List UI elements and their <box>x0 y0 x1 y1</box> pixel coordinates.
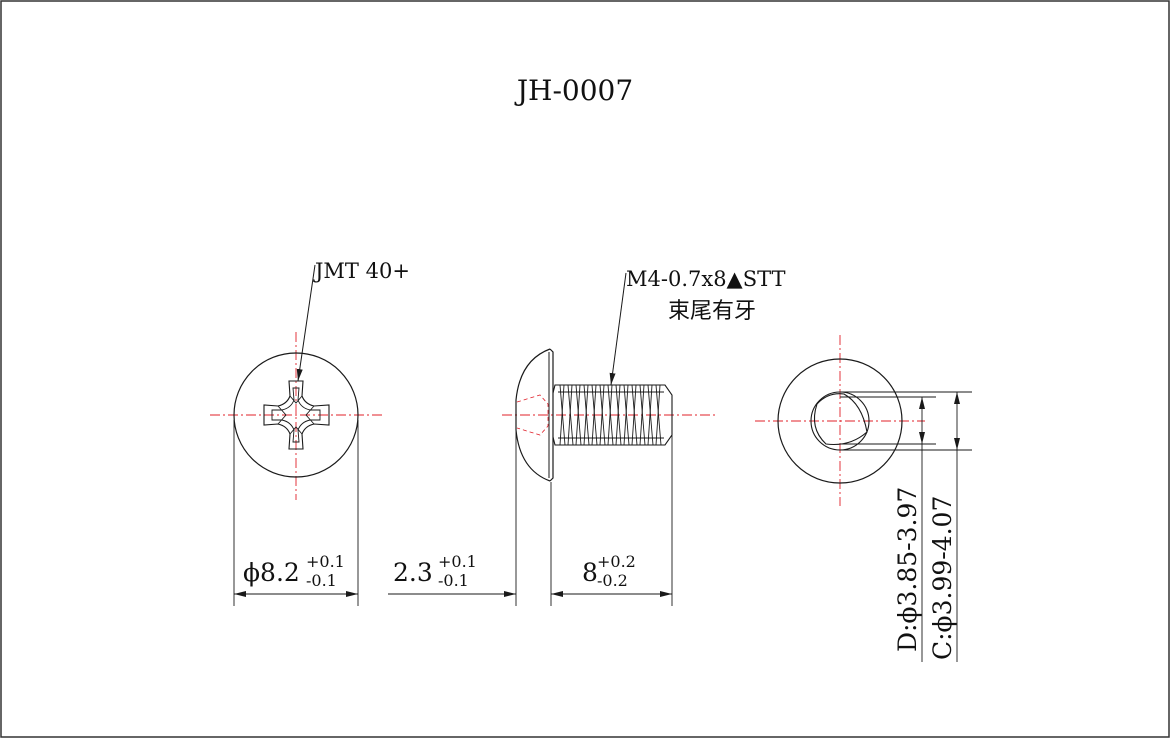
length-lower-tol: -0.2 <box>597 571 628 590</box>
head-flange-outline <box>549 348 554 482</box>
length-upper-tol: +0.2 <box>597 552 636 571</box>
drive-callout-leader <box>296 264 316 382</box>
head-height-upper-tol: +0.1 <box>438 552 477 571</box>
head-dome-outline <box>515 348 551 482</box>
thread-note-label: 束尾有牙 <box>668 299 756 324</box>
side-view: M4-0.7x8▲STT 束尾有牙 2.3 +0.1 -0.1 8 +0.2 -… <box>388 267 786 606</box>
head-diameter-value: ϕ8.2 <box>243 558 300 587</box>
thread-callout-leader <box>609 272 627 386</box>
thread-callout-label: M4-0.7x8▲STT <box>626 267 786 291</box>
phillips-recess-inner <box>271 387 321 443</box>
head-height-lower-tol: -0.1 <box>438 571 469 590</box>
head-diameter-lower-tol: -0.1 <box>306 571 337 590</box>
end-view-head-circle <box>777 358 903 484</box>
d-dim-value: D:ϕ3.85-3.97 <box>893 487 922 652</box>
trilobular-profile-icon <box>813 393 868 446</box>
phillips-recess-icon <box>263 380 330 450</box>
head-diameter-upper-tol: +0.1 <box>306 552 345 571</box>
head-height-value: 2.3 <box>393 558 433 587</box>
thread-flanks <box>559 384 662 446</box>
drive-callout-label: JMT 40+ <box>313 259 410 283</box>
c-dim-value: C:ϕ3.99-4.07 <box>928 496 957 660</box>
thread-body-outline <box>552 384 673 446</box>
length-value: 8 <box>582 558 598 587</box>
drawing-title: JH-0007 <box>514 74 633 107</box>
top-view: JMT 40+ ϕ8.2 +0.1 -0.1 <box>210 259 410 606</box>
end-view: D:ϕ3.85-3.97 C:ϕ3.99-4.07 <box>755 335 972 662</box>
phillips-recess-flanks <box>277 395 315 435</box>
head-outline-circle <box>233 352 359 478</box>
